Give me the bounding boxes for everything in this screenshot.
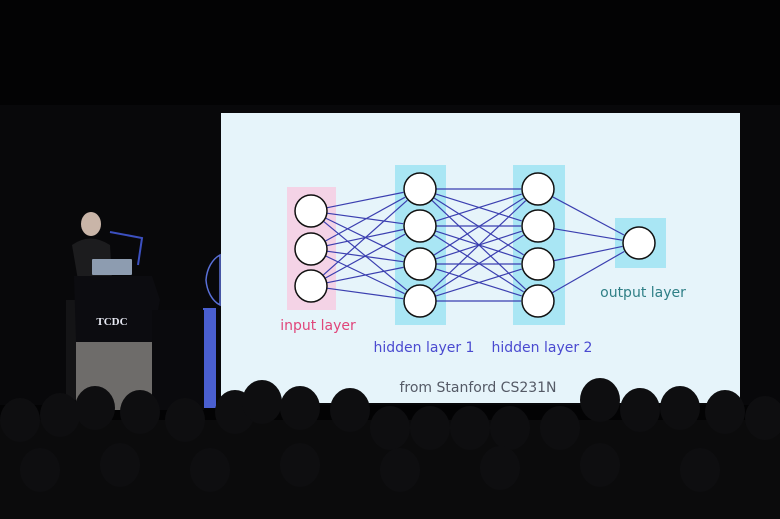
output-node [622, 226, 656, 260]
audience-head [165, 398, 205, 442]
hidden-layer-1-label: hidden layer 1 [374, 340, 475, 356]
globe-decoration [205, 253, 221, 307]
audience-head [490, 406, 530, 450]
audience-head [580, 443, 620, 487]
edge [326, 191, 404, 209]
side-table [152, 310, 204, 410]
audience-head [20, 448, 60, 492]
audience-head [680, 448, 720, 492]
edge [435, 193, 522, 222]
podium-lamp [109, 231, 144, 266]
blue-light-strip [203, 308, 216, 408]
edge [322, 199, 408, 276]
audience-head [280, 443, 320, 487]
edge [551, 196, 625, 236]
hidden1-node [403, 209, 437, 243]
audience-head [480, 446, 520, 490]
audience-head [660, 386, 700, 430]
podium-logo: TCDC [96, 316, 127, 328]
audience-head [705, 390, 745, 434]
input-node [294, 194, 328, 228]
audience-head [450, 406, 490, 450]
edge [551, 250, 625, 294]
audience-head [370, 406, 410, 450]
network-nodes [294, 172, 656, 318]
edge [324, 196, 406, 242]
hidden1-node [403, 247, 437, 281]
edge [326, 266, 404, 284]
audience-head [40, 393, 80, 437]
audience-head [620, 388, 660, 432]
audience-head [280, 386, 320, 430]
output-layer-label: output layer [600, 285, 686, 301]
hidden2-node [521, 247, 555, 281]
audience [0, 378, 780, 519]
input-node [294, 269, 328, 303]
edge [435, 268, 522, 297]
edge [324, 233, 406, 279]
audience-head [330, 388, 370, 432]
audience-head [540, 406, 580, 450]
audience-head [190, 448, 230, 492]
audience-head [745, 396, 780, 440]
audience-head [75, 386, 115, 430]
audience-head [100, 443, 140, 487]
edge [553, 228, 623, 241]
edge [553, 245, 623, 262]
hidden1-node [403, 172, 437, 206]
input-layer-label: input layer [280, 318, 356, 334]
audience-head [120, 390, 160, 434]
hidden1-node [403, 284, 437, 318]
podium-top [74, 276, 160, 342]
edge [433, 234, 524, 293]
laptop [92, 259, 132, 275]
source-credit: from Stanford CS231N [399, 380, 556, 396]
hidden-layer-2-label: hidden layer 2 [492, 340, 593, 356]
input-node [294, 232, 328, 266]
audience-head [242, 380, 282, 424]
hidden2-node [521, 209, 555, 243]
hidden2-node [521, 284, 555, 318]
edge [433, 197, 524, 256]
audience-head [410, 406, 450, 450]
audience-head [380, 448, 420, 492]
audience-head [580, 378, 620, 422]
edge [326, 212, 404, 225]
edge [326, 287, 404, 300]
audience-head [0, 398, 40, 442]
speaker-head [81, 212, 101, 236]
network-edges [322, 188, 625, 302]
edge [431, 200, 527, 291]
hidden2-node [521, 172, 555, 206]
